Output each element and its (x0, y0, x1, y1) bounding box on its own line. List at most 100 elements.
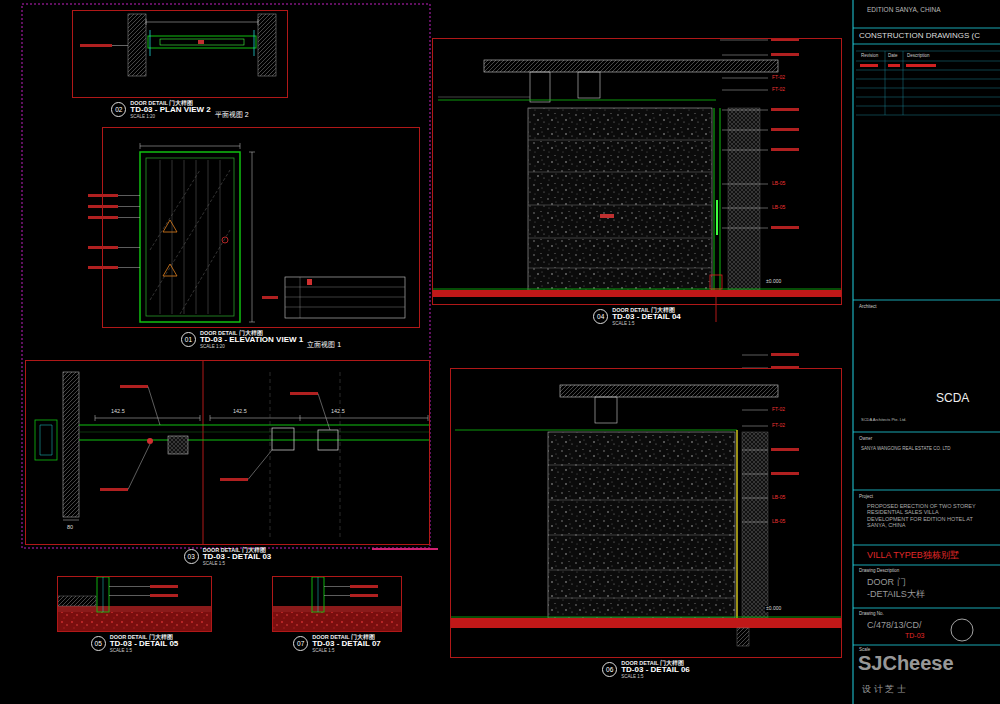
wall-section-art (771, 108, 799, 111)
title-block-text: Description (906, 53, 931, 58)
dimension-callout: ±0.000 (765, 606, 782, 612)
door-elevation-art (150, 170, 230, 314)
wall-section-art (455, 430, 737, 431)
floor-detail-art (318, 577, 319, 612)
title-block (888, 64, 900, 67)
title-note: 立面视图 1 (307, 340, 341, 350)
floor-detail-art (273, 577, 401, 631)
plan-view-art (128, 14, 146, 76)
dimension-callout: FT-02 (771, 407, 786, 413)
wall-section-art (728, 108, 760, 290)
dimension-callout: LB-05 (771, 519, 786, 525)
title-block-text: -DETAILS大样 (866, 589, 926, 599)
floor-detail-art (58, 612, 211, 631)
dimension-callout: LB-05 (771, 205, 786, 211)
wall-section-art (548, 432, 735, 618)
sheet-boundary (22, 4, 438, 549)
title-block-text: Date (887, 53, 899, 58)
floor-detail-art (350, 594, 378, 597)
wall-section-art (710, 275, 722, 289)
door-elevation-art (262, 296, 278, 299)
drawing-title-text: TD-03 - DETAIL 07 (312, 640, 381, 649)
title-block (853, 0, 854, 704)
title-column: DOOR DETAIL 门大样图TD-03 - DETAIL 05SCALE 1… (110, 634, 179, 654)
drawing-number: 06 (602, 662, 617, 677)
title-column: DOOR DETAIL 门大样图TD-03 - ELEVATION VIEW 1… (200, 330, 303, 350)
floor-detail-art (58, 596, 96, 606)
drawing-title-text: TD-03 - ELEVATION VIEW 1 (200, 336, 303, 345)
wall-section-art (451, 353, 841, 646)
wall-section-art (438, 97, 530, 98)
plan-view-art (258, 19, 259, 25)
wall-section-art (600, 214, 614, 218)
floor-detail-art (273, 606, 401, 612)
title-block (951, 619, 973, 641)
floor-detail-art (58, 577, 211, 631)
title-block-text: SANYA WANGONG REAL ESTATE CO. LTD (860, 446, 972, 451)
detail-section-art (35, 360, 430, 545)
drawing-number: 03 (184, 549, 199, 564)
wall-section-art (530, 72, 550, 102)
drawing-number: 02 (111, 102, 126, 117)
detail-section-art (210, 418, 428, 419)
wall-section-art (595, 397, 617, 423)
title-block (885, 51, 903, 115)
wall-section-art (771, 448, 799, 451)
dimension-callout: FT-02 (771, 87, 786, 93)
title-note: SCALE 1:5 (621, 675, 643, 680)
plan-view-art (80, 14, 276, 76)
title-block-text: 设 计 芝 士 (862, 684, 906, 694)
title-column: DOOR DETAIL 门大样图TD-03 - DETAIL 07SCALE 1… (312, 634, 381, 654)
wall-section-art (736, 430, 737, 618)
title-block-text: PROPOSED ERECTION OF TWO STOREY RESIDENT… (866, 503, 978, 528)
wall-section-art (578, 72, 600, 98)
sheet-boundary (372, 548, 438, 550)
detail-section-art (79, 432, 430, 433)
detail-section-art (100, 488, 128, 491)
drawing-number: 05 (91, 636, 106, 651)
floor-detail-art (150, 594, 178, 597)
title-note: SCALE 1:5 (312, 649, 334, 654)
wall-section-art (771, 472, 799, 475)
detail-section-art (63, 372, 79, 517)
wall-section-art (714, 108, 720, 290)
title-block-text: CONSTRUCTION DRAWINGS (C (858, 31, 981, 40)
wall-section-art (716, 200, 718, 235)
door-elevation-art (285, 277, 405, 318)
floor-detail-art (273, 612, 401, 631)
door-elevation-art (88, 266, 118, 269)
drawing-frame: 07DOOR DETAIL 门大样图TD-03 - DETAIL 07SCALE… (272, 576, 402, 632)
title-block-text: Scale (858, 647, 871, 652)
detail-section-art (147, 438, 153, 444)
door-elevation-art (88, 246, 118, 249)
drawing-number: 04 (593, 309, 608, 324)
title-block-text: VILLA TYPEB独栋别墅 (866, 550, 960, 560)
door-elevation-art (163, 220, 177, 232)
wall-section-art (771, 353, 799, 356)
detail-section-art (272, 428, 294, 450)
plan-view-art (80, 44, 112, 47)
floor-detail-art (58, 606, 211, 612)
detail-section-art (63, 520, 79, 521)
wall-section-art (716, 297, 717, 322)
title-block (906, 64, 936, 67)
drawing-number: 07 (293, 636, 308, 651)
detail-section-art (168, 436, 188, 454)
sheet-boundary (22, 4, 430, 548)
drawing-title-text: TD-03 - PLAN VIEW 2 (130, 106, 210, 115)
door-elevation-art (222, 237, 228, 243)
drawing-title: 06DOOR DETAIL 门大样图TD-03 - DETAIL 06SCALE… (411, 660, 881, 680)
door-elevation-art (140, 146, 240, 147)
title-column: DOOR DETAIL 门大样图TD-03 - PLAN VIEW 2SCALE… (130, 100, 210, 120)
door-elevation-art (163, 264, 177, 276)
plan-view-art (198, 40, 204, 44)
dimension-callout: FT-02 (771, 423, 786, 429)
title-block-text: DOOR 门 (866, 577, 907, 587)
detail-section-art (220, 478, 248, 481)
title-block-text: Architect (858, 304, 878, 309)
detail-section-art (203, 360, 204, 545)
dimension-callout: LB-05 (771, 495, 786, 501)
title-block (853, 0, 1000, 704)
floor-detail-art (150, 585, 178, 588)
wall-section-art (433, 38, 841, 322)
